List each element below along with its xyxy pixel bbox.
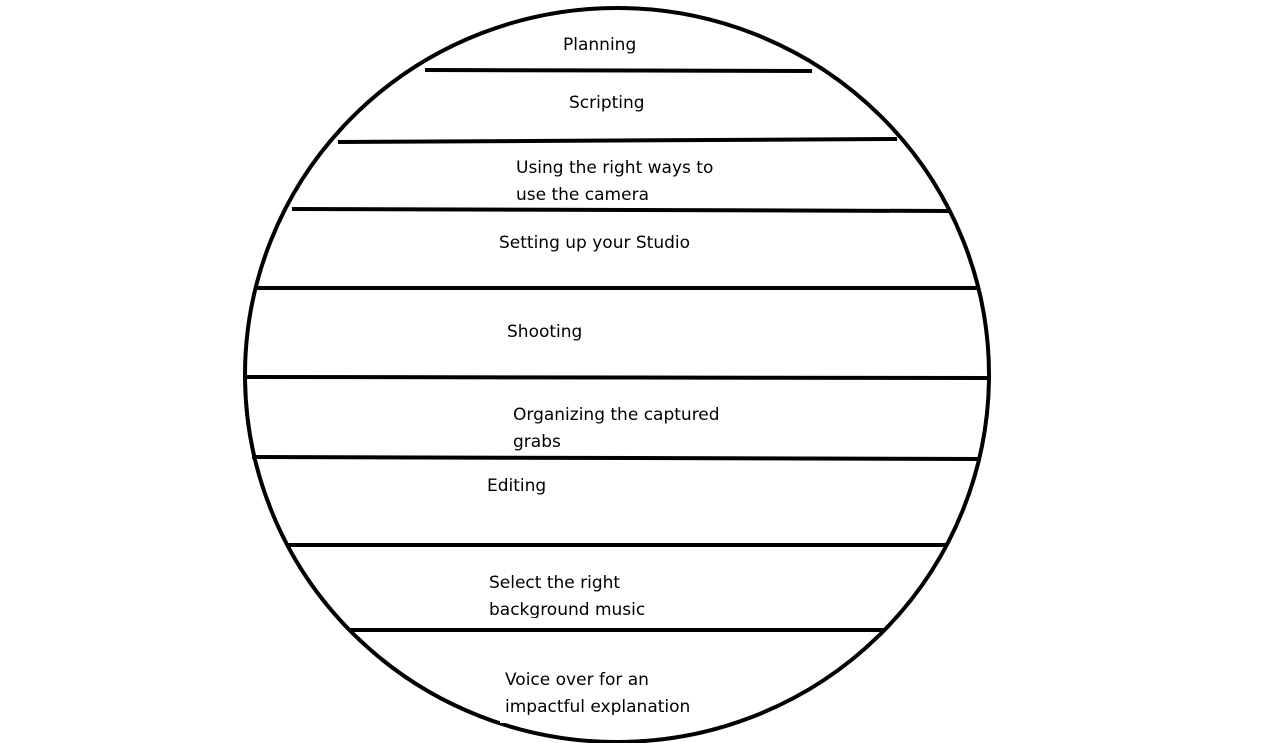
layer-dividers xyxy=(244,68,991,632)
layer-label: Using the right ways to xyxy=(516,158,713,178)
layer-label: use the camera xyxy=(516,185,649,205)
layer-label: grabs xyxy=(513,432,561,452)
layer-label: Shooting xyxy=(507,322,582,342)
outer-circle xyxy=(243,6,991,743)
divider-line xyxy=(251,455,981,461)
layer-label: background music xyxy=(489,600,645,620)
layer-label: Organizing the captured xyxy=(513,405,720,425)
divider-line xyxy=(291,207,952,213)
layer-label: Planning xyxy=(563,35,636,55)
layer-label: impactful explanation xyxy=(505,697,690,717)
layer-label: Scripting xyxy=(569,93,645,113)
layer-label: Select the right xyxy=(489,573,620,593)
divider-line xyxy=(337,137,898,144)
layer-label: Editing xyxy=(487,476,546,496)
layer-label: Voice over for an xyxy=(505,670,649,690)
divider-line xyxy=(244,375,991,380)
divider-line xyxy=(424,68,813,73)
layer-label: Setting up your Studio xyxy=(499,233,690,253)
